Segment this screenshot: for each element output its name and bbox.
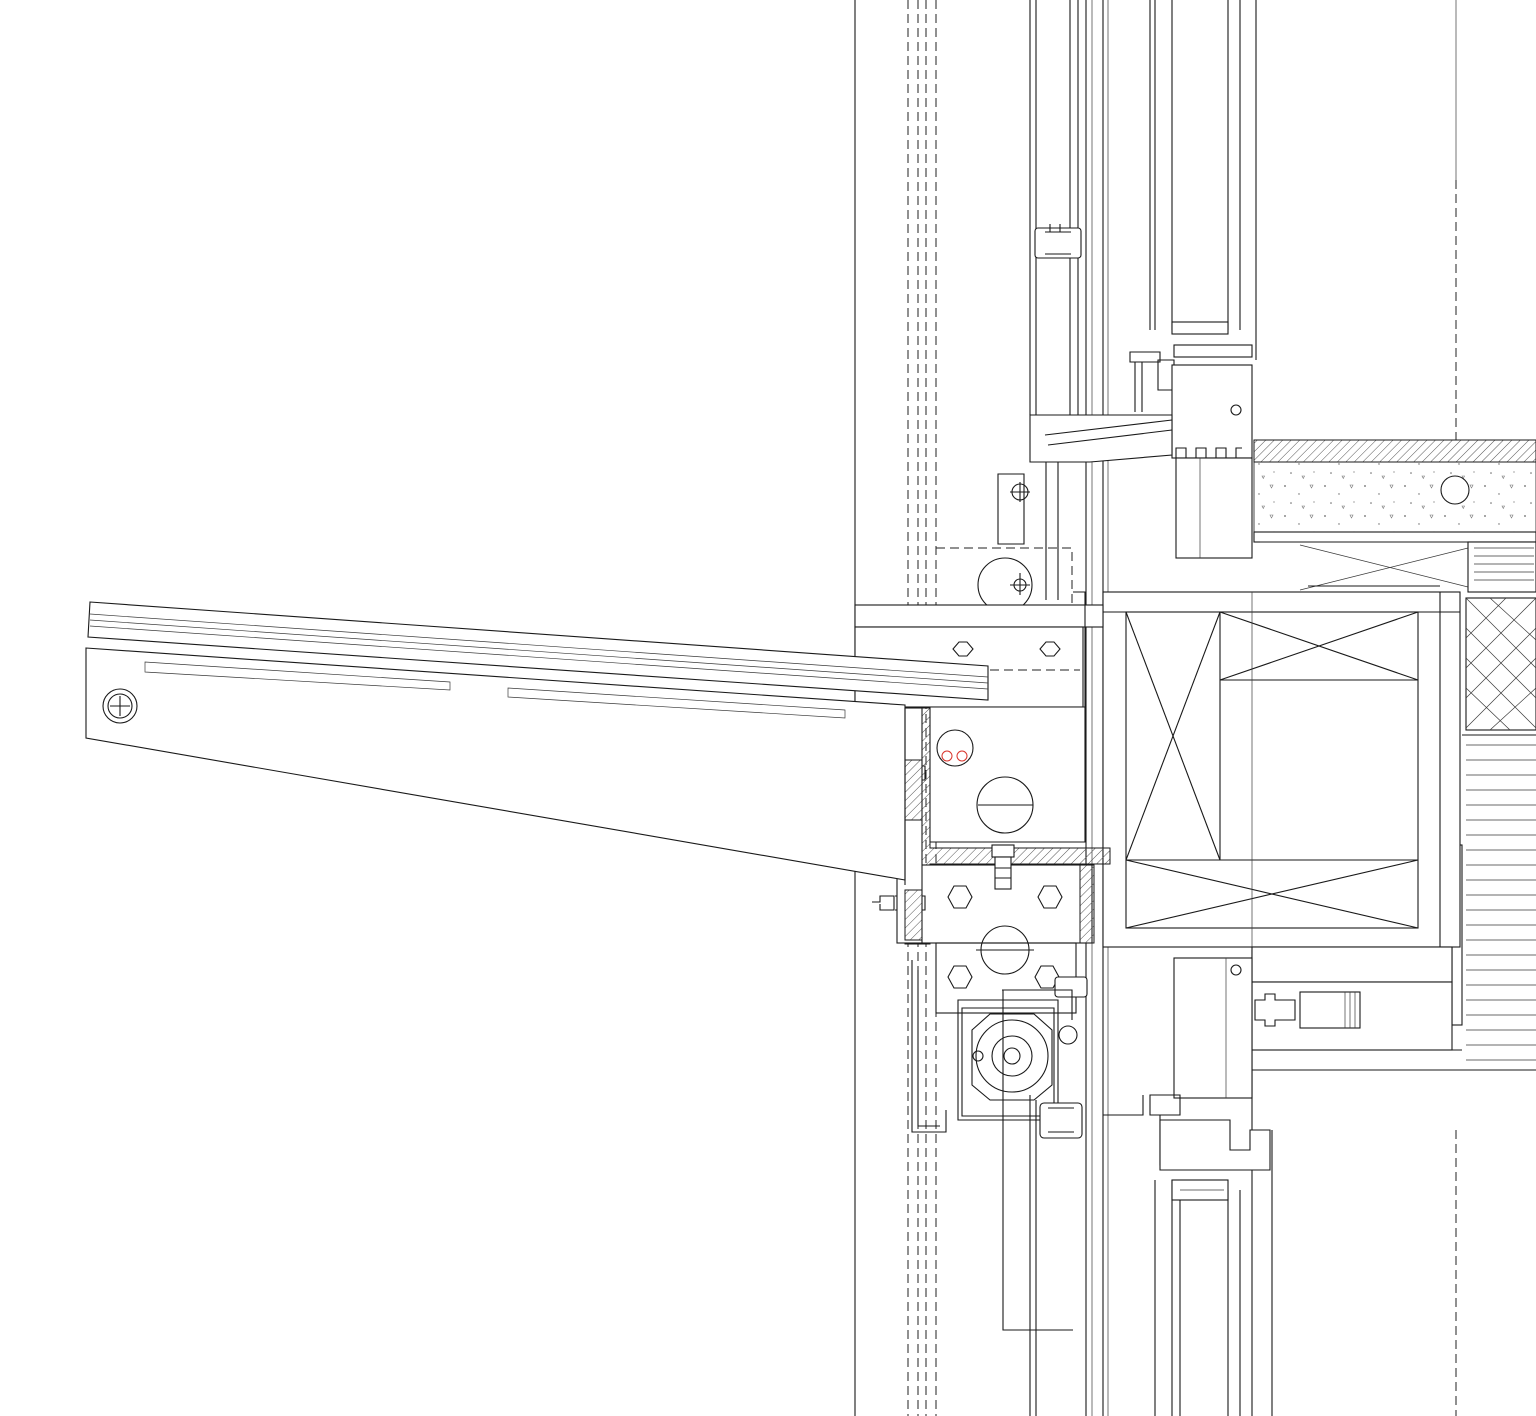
- lower-window-frame: [1103, 957, 1271, 1201]
- sill-flashing: [1029, 414, 1173, 600]
- steel-bracket: [854, 473, 1111, 1014]
- lower-floor: [1251, 946, 1462, 1071]
- box-beam: [1102, 591, 1461, 948]
- facade-vertical-lines: [854, 0, 1457, 1416]
- upper-channel-clip: [1034, 224, 1082, 259]
- cantilever-arm: [85, 601, 989, 885]
- upper-window-frame: [1129, 321, 1253, 559]
- roller-blind-box: [911, 960, 1088, 1331]
